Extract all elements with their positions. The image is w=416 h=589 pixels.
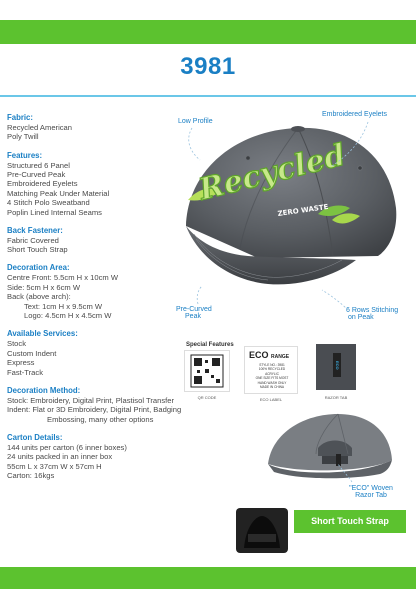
available-services-section: Available Services: Stock Custom Indent … xyxy=(7,329,252,377)
spec-line: 55cm L x 37cm W x 57cm H xyxy=(7,461,102,471)
label-line: ONE SIZE FITS MOST xyxy=(255,376,289,381)
callout-pointer-razor-tab xyxy=(337,463,353,483)
decoration-area-heading: Decoration Area: xyxy=(7,263,70,273)
label-line: MADE IN CHINA xyxy=(259,385,285,390)
spec-line: Short Touch Strap xyxy=(7,245,68,255)
spec-line: Embossing, many other options xyxy=(47,414,154,424)
strap-closeup-image xyxy=(236,508,288,553)
spec-line: Custom Indent xyxy=(7,348,57,358)
cap-front-image: Recycled ZERO WASTE xyxy=(186,126,397,285)
carton-details-heading: Carton Details: xyxy=(7,432,63,442)
label-line: HAND WASH ONLY xyxy=(257,380,287,385)
spec-line: Fabric Covered xyxy=(7,235,59,245)
razor-tab-icon: ECO xyxy=(333,353,341,377)
callout-low-profile: Low Profile xyxy=(178,118,213,125)
short-touch-strap-banner: Short Touch Strap xyxy=(294,510,406,533)
spec-line: Indent: Flat or 3D Embroidery, Digital P… xyxy=(7,405,182,415)
callout-embroidered-eyelets: Embroidered Eyelets xyxy=(322,111,387,118)
spec-line: 4 Stitch Polo Sweatband xyxy=(7,198,90,208)
eco-word: ECO xyxy=(249,350,269,360)
callout-pointer-peak xyxy=(196,285,203,305)
callout-line: Pre-Curved xyxy=(176,306,212,313)
spec-line: Stock xyxy=(7,339,26,349)
spec-line: Text: 1cm H x 9.5cm W xyxy=(24,301,103,311)
qr-code-icon xyxy=(190,354,224,388)
carton-details-section: Carton Details: 144 units per carton (6 … xyxy=(7,433,252,481)
spec-line: Side: 5cm H x 6cm W xyxy=(7,282,80,292)
spec-line: Recycled American xyxy=(7,123,72,132)
fabric-heading: Fabric: xyxy=(7,113,33,122)
callout-pointer-low-profile xyxy=(188,127,201,161)
spec-list: Fabric: Recycled American Poly Twill Fea… xyxy=(7,113,252,489)
callout-line: Razor Tab xyxy=(355,492,387,499)
callout-line: on Peak xyxy=(348,314,374,321)
razor-tab-caption: RAZOR TAB xyxy=(324,395,348,400)
eco-label-thumb: ECO RANGE STYLE NO.: 3981 100% RECYCLED … xyxy=(244,346,298,394)
header-divider xyxy=(0,95,416,97)
decoration-area-section: Decoration Area: Centre Front: 5.5cm H x… xyxy=(7,263,252,320)
spec-line: Fast-Track xyxy=(7,367,43,377)
available-services-heading: Available Services: xyxy=(7,329,78,339)
spec-line: Structured 6 Panel xyxy=(7,160,70,170)
eco-label-text: STYLE NO.: 3981 100% RECYCLED ACRYLIC ON… xyxy=(253,363,291,389)
spec-line: Pre-Curved Peak xyxy=(7,170,66,180)
spec-line: Matching Peak Under Material xyxy=(7,188,110,198)
callout-line: 6 Rows Stitching xyxy=(346,307,399,314)
spec-line: 24 units packed in an inner box xyxy=(7,452,113,462)
label-line: 100% RECYCLED ACRYLIC xyxy=(258,367,286,376)
qr-code-caption: QR CODE xyxy=(197,395,217,400)
features-heading: Features: xyxy=(7,150,43,160)
callout-pointer-eyelets xyxy=(331,121,369,167)
cap-back-image xyxy=(268,413,392,479)
eco-range-logo: ECO RANGE xyxy=(249,350,289,360)
callout-pointer-stitching xyxy=(321,289,349,311)
special-features-title: Special Features xyxy=(186,342,234,348)
product-code: 3981 xyxy=(180,53,236,80)
spec-line: Poplin Lined Internal Seams xyxy=(7,207,102,217)
spec-line: Centre Front: 5.5cm H x 10cm W xyxy=(7,273,118,283)
qr-code-thumb xyxy=(184,350,230,392)
back-fastener-heading: Back Fastener: xyxy=(7,225,63,235)
spec-line: 144 units per carton (6 inner boxes) xyxy=(7,442,127,452)
bottom-green-bar xyxy=(0,567,416,589)
callout-line: "ECO" Woven xyxy=(349,485,393,492)
fabric-section: Fabric: Recycled American Poly Twill xyxy=(7,113,252,142)
range-word: RANGE xyxy=(271,354,290,360)
spec-line: Embroidered Eyelets xyxy=(7,179,78,189)
top-banner xyxy=(0,0,416,45)
callout-line: Peak xyxy=(185,313,201,320)
spec-line: Carton: 16kgs xyxy=(7,470,55,480)
back-fastener-section: Back Fastener: Fabric Covered Short Touc… xyxy=(7,226,252,255)
razor-tab-thumb: ECO xyxy=(316,344,356,390)
eco-label-caption: ECO LABEL xyxy=(259,397,283,402)
spec-line: Stock: Embroidery, Digital Print, Plasti… xyxy=(7,395,174,405)
spec-line: Express xyxy=(7,358,35,368)
decoration-method-heading: Decoration Method: xyxy=(7,385,81,395)
decoration-method-section: Decoration Method: Stock: Embroidery, Di… xyxy=(7,386,252,424)
label-line: STYLE NO.: 3981 xyxy=(259,363,285,367)
spec-line: Poly Twill xyxy=(7,132,39,142)
spec-line: Back (above arch): xyxy=(7,292,71,302)
strap-closeup-art xyxy=(244,516,280,548)
top-green-bar xyxy=(0,20,416,44)
spec-line: Logo: 4.5cm H x 4.5cm W xyxy=(24,311,112,321)
features-section: Features: Structured 6 Panel Pre-Curved … xyxy=(7,151,252,217)
